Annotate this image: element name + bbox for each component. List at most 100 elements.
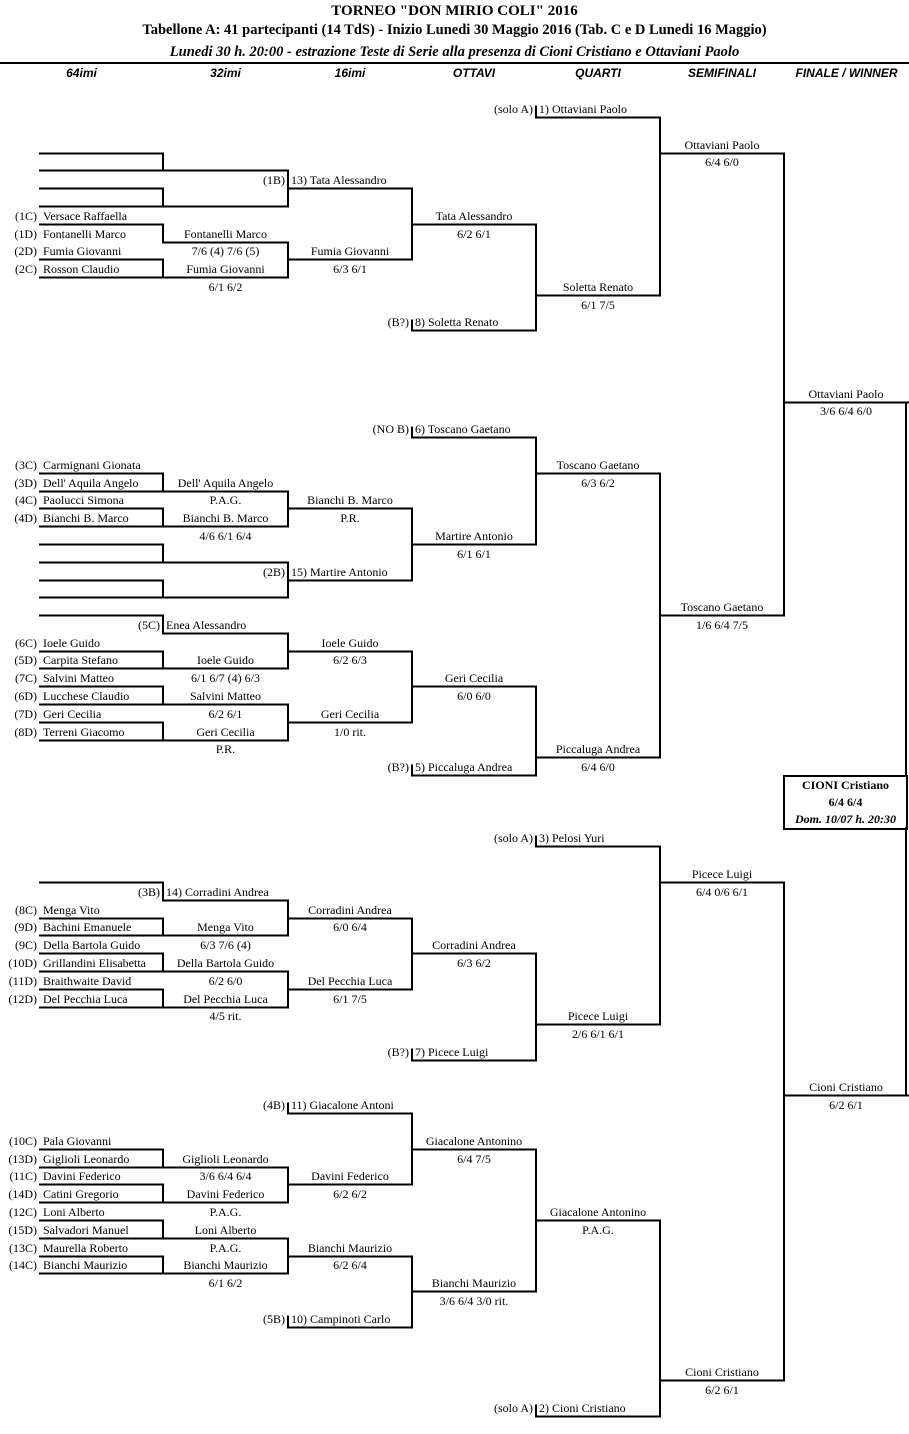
player-name: 5) Piccaluga Andrea	[415, 760, 513, 775]
player-name: Corradini Andrea	[432, 938, 516, 953]
seed-label: (solo A)	[494, 831, 533, 846]
player-name: 15) Martire Antonio	[291, 564, 388, 579]
player-name: Davini Federico	[43, 1169, 121, 1184]
player-name: Toscano Gaetano	[680, 600, 764, 615]
player-name: 13) Tata Alessandro	[291, 173, 387, 188]
player-name: Enea Alessandro	[166, 617, 247, 632]
player-name: Maurella Roberto	[43, 1240, 128, 1255]
player-name: Catini Gregorio	[43, 1187, 119, 1202]
match-score: 6/2 6/0	[208, 973, 243, 988]
player-name: 7) Picece Luigi	[415, 1044, 489, 1059]
player-name: Menga Vito	[197, 920, 254, 935]
match-score: 6/1 6/1	[457, 546, 491, 561]
seed-label: (4D)	[14, 511, 37, 526]
seed-label: (1C)	[15, 208, 37, 223]
seed-label: (12D)	[8, 991, 37, 1006]
seed-label: (3B)	[138, 884, 160, 899]
player-name: Bianchi Maurizio	[307, 1240, 393, 1255]
player-name: Ioele Guido	[43, 635, 100, 650]
player-name: Rosson Claudio	[43, 262, 120, 277]
seed-label: (2D)	[14, 244, 37, 259]
match-score: 6/2 6/2	[333, 1187, 367, 1202]
player-name: Soletta Renato	[562, 279, 634, 294]
seed-label: (13C)	[9, 1240, 37, 1255]
match-score: 6/3 6/2	[457, 955, 491, 970]
round-header: 32imi	[210, 66, 241, 80]
seed-label: (5C)	[138, 617, 160, 632]
player-name: Grillandini Elisabetta	[43, 955, 146, 970]
seed-label: (NO B)	[372, 422, 409, 437]
seed-label: (solo A)	[494, 1400, 533, 1415]
seed-label: (6C)	[15, 635, 37, 650]
player-name: Salvini Matteo	[190, 689, 261, 704]
match-score: P.A.G.	[209, 493, 242, 508]
seed-label: (12C)	[9, 1204, 37, 1219]
player-name: 14) Corradini Andrea	[166, 884, 269, 899]
match-score: 6/2 6/1	[208, 706, 243, 721]
player-name: Davini Federico	[311, 1169, 389, 1184]
match-score: 6/3 6/2	[581, 475, 615, 490]
page-subtitle: Tabellone A: 41 partecipanti (14 TdS) - …	[142, 22, 767, 38]
player-name: Del Pecchia Luca	[183, 991, 268, 1006]
match-score: 6/2 6/1	[829, 1098, 863, 1113]
player-name: 8) Soletta Renato	[415, 315, 499, 330]
player-name: 10) Campinoti Carlo	[291, 1311, 391, 1326]
round-header: 16imi	[334, 66, 366, 80]
player-name: Geri Cecilia	[320, 706, 380, 721]
page-title: TORNEO "DON MIRIO COLI" 2016	[331, 3, 578, 19]
player-name: Fumia Giovanni	[43, 244, 122, 259]
player-name: Del Pecchia Luca	[307, 973, 393, 988]
match-score: 6/2 6/1	[457, 226, 491, 241]
final-date: Dom. 10/07 h. 20:30	[794, 812, 896, 826]
player-name: Ottaviani Paolo	[808, 386, 884, 401]
match-score: 1/6 6/4 7/5	[695, 617, 748, 632]
seed-label: (14C)	[9, 1258, 37, 1273]
seed-label: (15D)	[8, 1222, 37, 1237]
match-score: P.A.G.	[582, 1222, 614, 1237]
player-name: Bianchi Maurizio	[183, 1258, 268, 1273]
match-score: 3/6 6/4 6/0	[819, 404, 872, 419]
seed-label: (3D)	[14, 475, 37, 490]
match-score: 6/2 6/1	[705, 1382, 739, 1397]
match-score: 3/6 6/4 6/4	[199, 1169, 252, 1184]
player-name: Carmignani Gionata	[43, 457, 141, 472]
player-name: Della Bartola Guido	[43, 938, 141, 953]
match-score: 7/6 (4) 7/6 (5)	[191, 244, 260, 259]
player-name: Bianchi B. Marco	[43, 511, 129, 526]
winner-score: 6/4 6/4	[828, 795, 863, 809]
seed-label: (B?)	[387, 315, 409, 330]
round-header: OTTAVI	[452, 66, 496, 80]
player-name: Bianchi Maurizio	[431, 1276, 517, 1291]
player-name: Fumia Giovanni	[310, 244, 390, 259]
match-score: 3/6 6/4 3/0 rit.	[439, 1293, 509, 1308]
match-score: P.A.G.	[209, 1204, 242, 1219]
player-name: Bianchi B. Marco	[307, 493, 393, 508]
round-header: FINALE / WINNER	[795, 66, 898, 80]
player-name: Davini Federico	[186, 1187, 265, 1202]
player-name: Dell' Aquila Angelo	[43, 475, 139, 490]
player-name: Lucchese Claudio	[43, 689, 130, 704]
player-name: 6) Toscano Gaetano	[415, 422, 511, 437]
seed-label: (5B)	[263, 1311, 285, 1326]
match-score: 6/3 7/6 (4)	[200, 938, 251, 953]
seed-label: (9D)	[14, 920, 37, 935]
seed-label: (B?)	[387, 760, 409, 775]
match-score: P.R.	[215, 742, 236, 757]
player-name: Cioni Cristiano	[685, 1365, 759, 1380]
player-name: Bachini Emanuele	[43, 920, 132, 935]
seed-label: (10D)	[8, 955, 37, 970]
seed-label: (7C)	[15, 671, 37, 686]
header-divider	[0, 62, 909, 64]
match-score: 6/1 7/5	[333, 991, 367, 1006]
seed-label: (8D)	[14, 724, 37, 739]
player-name: Corradini Andrea	[308, 902, 392, 917]
seed-label: (4B)	[263, 1098, 285, 1113]
match-score: 6/1 6/2	[208, 279, 243, 294]
match-score: 6/2 6/3	[333, 653, 367, 668]
seed-label: (1B)	[263, 173, 285, 188]
player-name: Geri Cecilia	[444, 671, 504, 686]
seed-label: (14D)	[8, 1187, 37, 1202]
player-name: Ioele Guido	[321, 635, 379, 650]
